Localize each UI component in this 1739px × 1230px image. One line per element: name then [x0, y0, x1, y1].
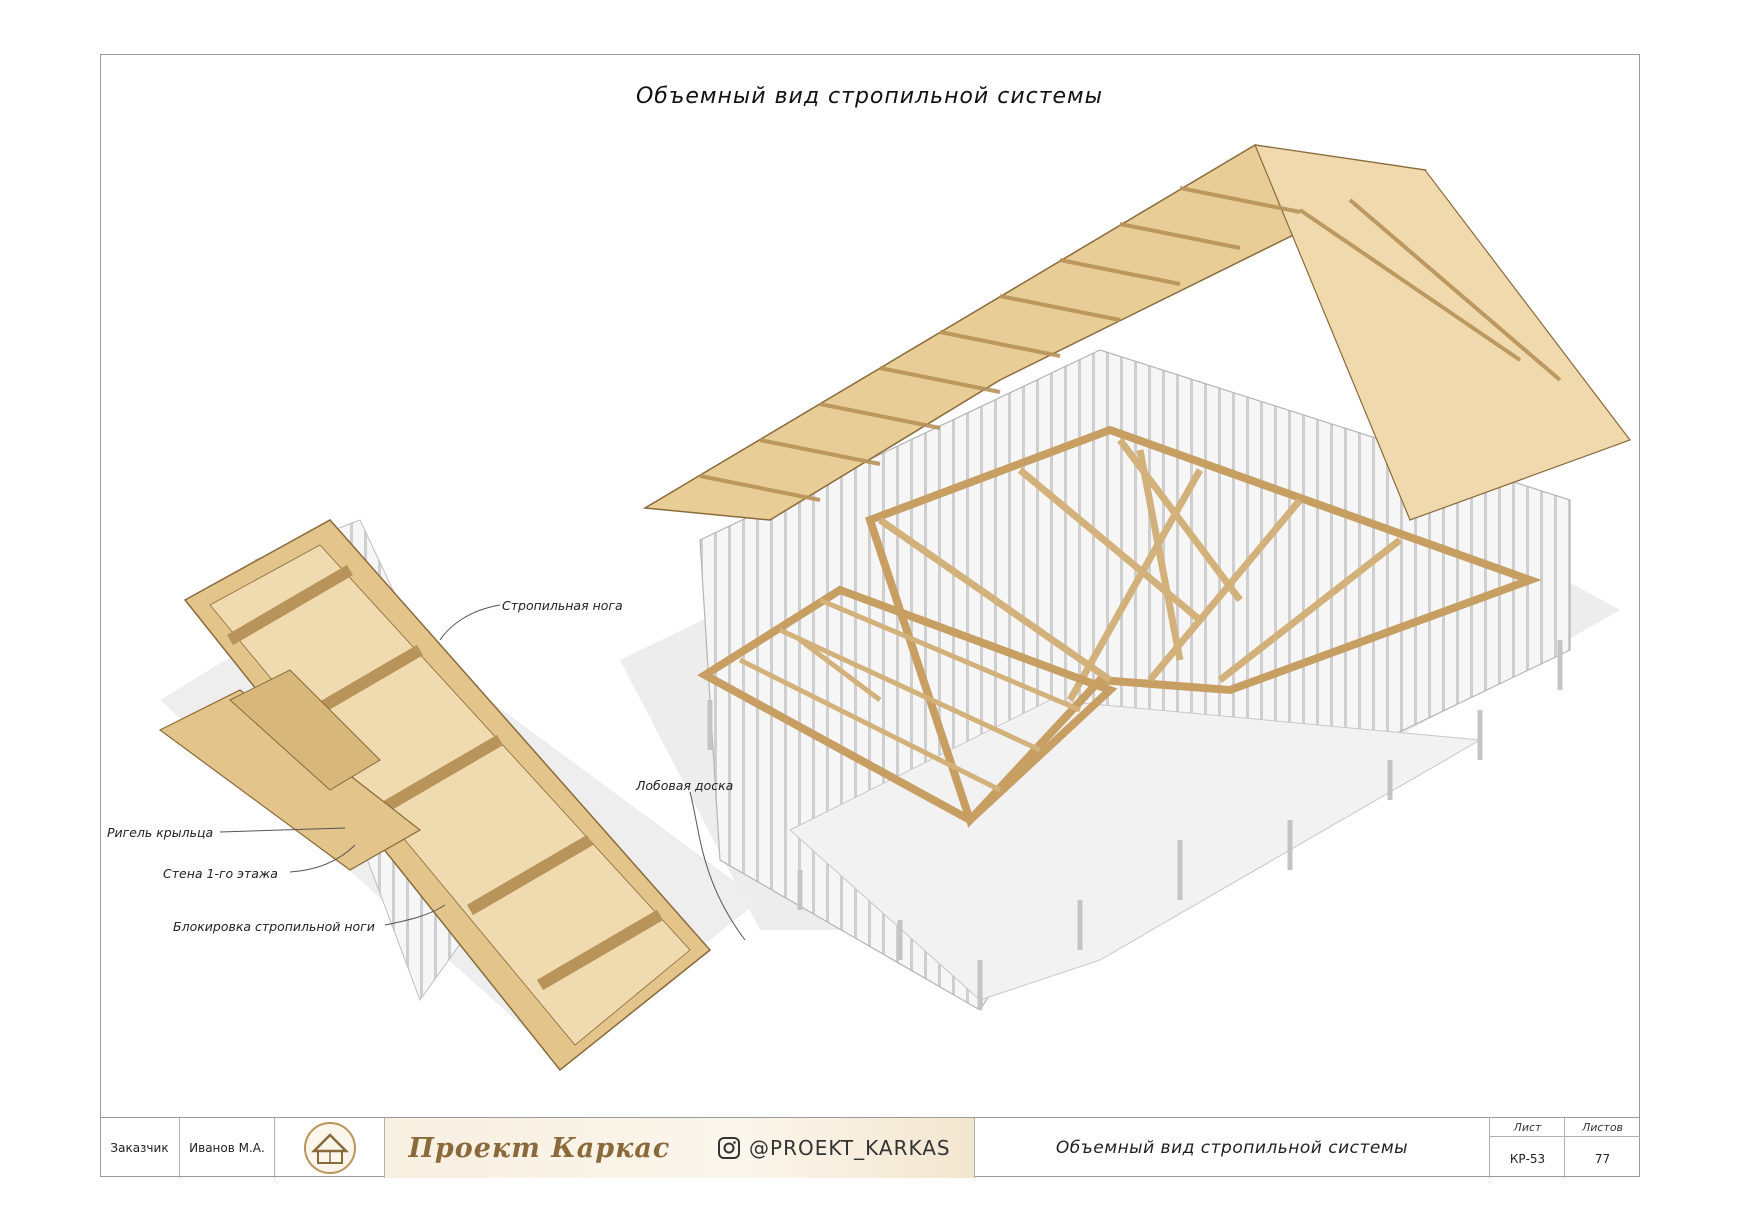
sheet-name: Объемный вид стропильной системы — [1055, 1138, 1409, 1158]
callout-fascia: Лобовая доска — [636, 778, 734, 793]
sheets-label: Листов — [1581, 1121, 1624, 1134]
drawing-area — [158, 144, 1631, 1072]
sheet-label: Лист — [1513, 1121, 1542, 1134]
callout-porch-beam: Ригель крыльца — [107, 825, 214, 840]
callout-rafter-block: Блокировка стропильной ноги — [173, 919, 375, 934]
callout-rafter: Стропильная нога — [502, 598, 623, 613]
rafter-detail-view — [158, 519, 760, 1072]
brand-cell: Проект Каркас @PROEKT_KARKAS — [385, 1118, 975, 1178]
house-logo-icon — [303, 1122, 356, 1174]
logo-cell — [275, 1118, 385, 1178]
sheet-code: КР-53 — [1509, 1152, 1546, 1166]
customer-name-cell: Иванов М.А. — [180, 1118, 275, 1178]
callout-wall: Стена 1-го этажа — [163, 866, 278, 881]
house-3d-view — [620, 144, 1631, 1011]
instagram-icon — [718, 1137, 741, 1159]
sheet-name-cell: Объемный вид стропильной системы — [975, 1118, 1490, 1178]
sheets-total: 77 — [1594, 1152, 1611, 1166]
brand-name: Проект Каркас — [408, 1132, 671, 1164]
instagram-text: @PROEKT_KARKAS — [749, 1136, 951, 1160]
page-title: Объемный вид стропильной системы — [635, 84, 1104, 109]
customer-label: Заказчик — [110, 1141, 169, 1155]
sheets-total-cell: Листов 77 — [1565, 1118, 1640, 1178]
title-block: Заказчик Иванов М.А. Проект Каркас @PROE… — [100, 1117, 1640, 1178]
callout-leaders — [219, 604, 746, 941]
customer-label-cell: Заказчик — [100, 1118, 180, 1178]
instagram-handle[interactable]: @PROEKT_KARKAS — [717, 1136, 951, 1160]
customer-name: Иванов М.А. — [189, 1141, 265, 1155]
sheet-number-cell: Лист КР-53 — [1490, 1118, 1565, 1178]
